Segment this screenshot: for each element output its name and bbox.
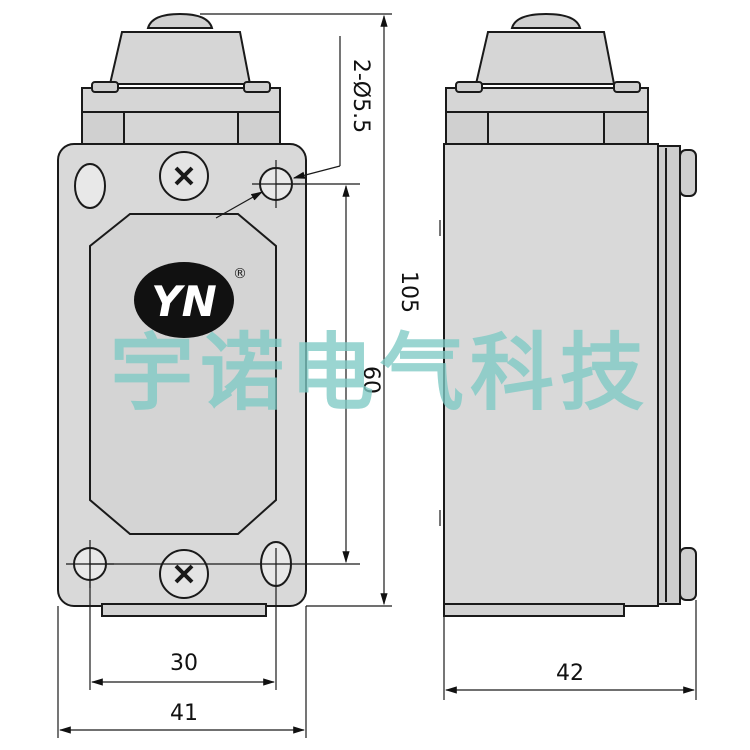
front-plunger	[146, 12, 214, 29]
mounting-slot-top-left	[74, 163, 106, 209]
side-screw-bottom	[679, 547, 697, 601]
brand-logo-text: YN	[151, 277, 217, 326]
cover-screw-top	[159, 151, 209, 201]
hole-callout-label: 2-Ø5.5	[348, 59, 373, 133]
side-screw-top	[679, 149, 697, 197]
watermark-text: 宇诺电气科技	[110, 323, 650, 422]
cover-screw-bottom	[159, 549, 209, 599]
side-head	[474, 31, 616, 85]
side-cover-edge	[657, 145, 681, 605]
dim-30-label: 30	[170, 651, 198, 676]
side-view	[439, 12, 697, 617]
side-body	[443, 143, 659, 607]
registered-mark: ®	[233, 266, 247, 282]
dim-105-label: 105	[396, 271, 421, 313]
front-head	[108, 31, 252, 85]
side-dimension-lines	[443, 600, 697, 700]
dim-42-label: 42	[556, 661, 584, 686]
front-dimension-lines	[57, 13, 392, 738]
side-plunger	[510, 12, 582, 29]
dim-60-label: 60	[358, 366, 383, 394]
brand-logo: YN ®	[134, 262, 247, 338]
dim-41-label: 41	[170, 701, 198, 726]
